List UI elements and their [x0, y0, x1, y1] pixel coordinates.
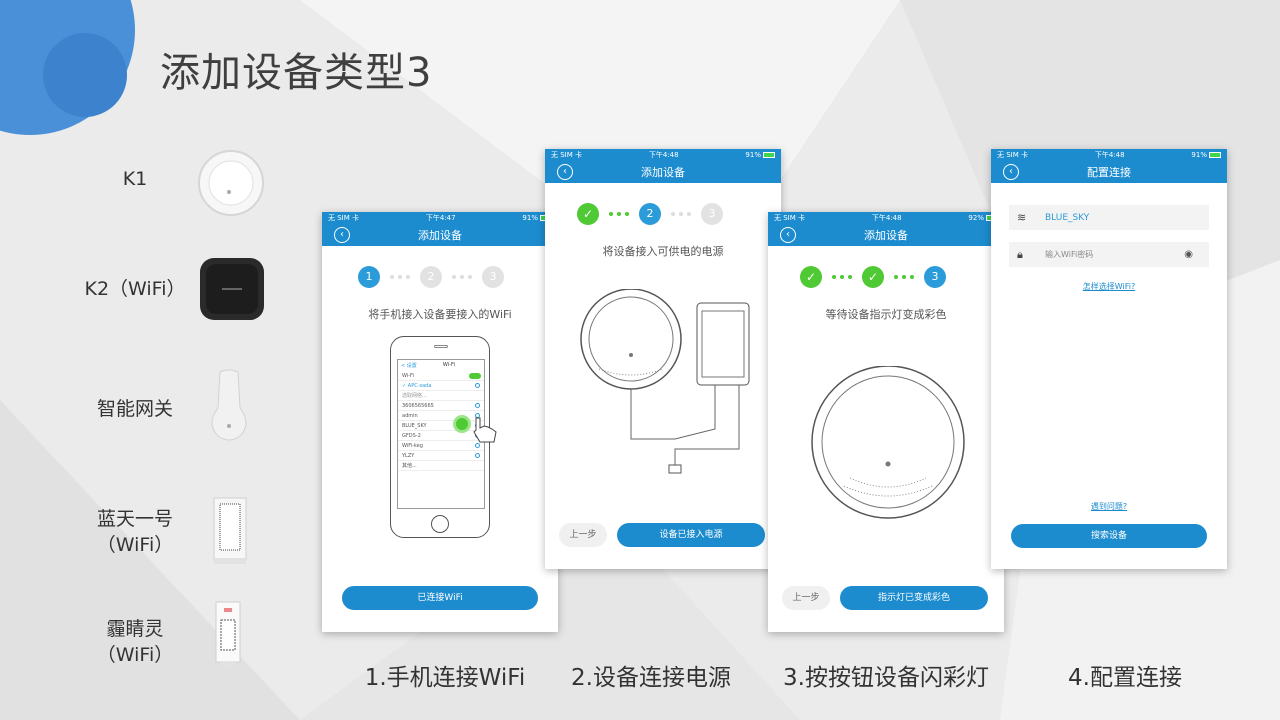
- k1-device-image: [198, 150, 264, 216]
- back-icon[interactable]: ‹: [1003, 164, 1019, 180]
- phone-screen-config: 无 SIM 卡 下午4:48 91% ‹ 配置连接 ≋ BLUE_SKY 🔒︎ …: [991, 149, 1227, 569]
- step-dots: [894, 275, 914, 279]
- device-label: 蓝天一号: [96, 508, 173, 530]
- network-row: 其他...: [398, 461, 484, 471]
- step-3: 3: [924, 266, 946, 288]
- tap-highlight-icon: [453, 415, 471, 433]
- step-dots: [609, 212, 629, 216]
- step-dots: [390, 275, 410, 279]
- network-row: 3606565665: [398, 401, 484, 411]
- device-k1: K1: [55, 166, 215, 192]
- device-sublabel: （WiFi）: [96, 644, 174, 666]
- status-bar: 无 SIM 卡 下午4:48 91%: [991, 149, 1227, 161]
- status-bar: 无 SIM 卡 下午4:48 91%: [545, 149, 781, 161]
- step-caption-1: 1.手机连接WiFi: [364, 665, 526, 691]
- back-icon[interactable]: ‹: [557, 164, 573, 180]
- step-3: 3: [701, 203, 723, 225]
- battery-icon: [762, 152, 775, 158]
- password-field[interactable]: 🔒︎ 输入WiFi密码 ◉: [1009, 242, 1209, 267]
- step-2: 2: [420, 266, 442, 288]
- device-gateway: 智能网关: [55, 396, 215, 422]
- power-connected-button[interactable]: 设备已接入电源: [617, 523, 765, 547]
- nav-bar: ‹ 配置连接: [991, 161, 1227, 183]
- battery-icon: [1208, 152, 1221, 158]
- phone-screen-connect-wifi: 无 SIM 卡 下午4:47 91% ‹ 添加设备 1 2 3 将手机接入设备要…: [322, 212, 558, 632]
- wifi-icon: ≋: [1017, 211, 1027, 224]
- status-bar: 无 SIM 卡 下午4:47 91%: [322, 212, 558, 224]
- back-icon[interactable]: ‹: [334, 227, 350, 243]
- step-dots: [671, 212, 691, 216]
- step-caption-4: 4.配置连接: [1068, 665, 1182, 691]
- phone-illustration: < 设置 Wi-Fi Wi-Fi ✓ APC-sada 选取网络... 3606…: [390, 336, 490, 538]
- instruction-text: 将手机接入设备要接入的WiFi: [368, 308, 512, 321]
- bluesky-device-image: [213, 497, 247, 564]
- step-dots: [832, 275, 852, 279]
- nav-title: 添加设备: [418, 229, 462, 242]
- nav-bar: ‹ 添加设备: [545, 161, 781, 183]
- device-k2: K2（WiFi）: [55, 276, 215, 302]
- step-3: 3: [482, 266, 504, 288]
- device-sublabel: （WiFi）: [96, 534, 174, 556]
- nav-bar: ‹ 添加设备: [322, 224, 558, 246]
- step-1: 1: [358, 266, 380, 288]
- problem-link[interactable]: 遇到问题?: [1090, 502, 1128, 511]
- step-1-done: ✓: [800, 266, 822, 288]
- step-2: 2: [639, 203, 661, 225]
- page-title: 添加设备类型3: [160, 50, 433, 96]
- lock-icon: 🔒︎: [1017, 247, 1023, 261]
- network-row: YLZY: [398, 451, 484, 461]
- step-caption-3: 3.按按钮设备闪彩灯: [783, 665, 989, 691]
- wifi-toggle-row: Wi-Fi: [398, 371, 484, 381]
- instruction-text: 等待设备指示灯变成彩色: [825, 308, 947, 321]
- eye-icon[interactable]: ◉: [1184, 249, 1193, 260]
- nav-title: 添加设备: [864, 229, 908, 242]
- device-label: K1: [122, 168, 148, 190]
- step-indicator: ✓ ✓ 3: [800, 266, 946, 288]
- nav-bar: ‹ 添加设备: [768, 224, 1004, 246]
- status-bar: 无 SIM 卡 下午4:48 92%: [768, 212, 1004, 224]
- how-choose-wifi-link[interactable]: 怎样选择WiFi?: [1082, 282, 1136, 291]
- step-caption-2: 2.设备连接电源: [571, 665, 731, 691]
- step-indicator: 1 2 3: [358, 266, 504, 288]
- search-device-button[interactable]: 搜索设备: [1011, 524, 1207, 548]
- k1-device-illustration: [811, 366, 965, 519]
- nav-title: 添加设备: [641, 166, 685, 179]
- device-label: 霾睛灵: [106, 618, 164, 640]
- gateway-device-image: [211, 369, 247, 441]
- device-haze: 霾睛灵 （WiFi）: [55, 616, 215, 668]
- previous-step-button[interactable]: 上一步: [559, 523, 607, 547]
- device-bluesky: 蓝天一号 （WiFi）: [55, 506, 215, 558]
- connected-network-row: ✓ APC-sada: [398, 381, 484, 391]
- instruction-text: 将设备接入可供电的电源: [602, 245, 724, 258]
- power-illustration: [580, 289, 750, 474]
- ssid-field[interactable]: ≋ BLUE_SKY: [1009, 205, 1209, 230]
- step-2-done: ✓: [862, 266, 884, 288]
- step-dots: [452, 275, 472, 279]
- phone-screen-indicator: 无 SIM 卡 下午4:48 92% ‹ 添加设备 ✓ ✓ 3 等待设备指示灯变…: [768, 212, 1004, 632]
- indicator-colored-button[interactable]: 指示灯已变成彩色: [840, 586, 988, 610]
- device-label: K2（WiFi）: [84, 278, 186, 300]
- step-indicator: ✓ 2 3: [577, 203, 723, 225]
- k2-device-image: [200, 258, 264, 320]
- step-1-done: ✓: [577, 203, 599, 225]
- nav-title: 配置连接: [1087, 166, 1131, 179]
- back-icon[interactable]: ‹: [780, 227, 796, 243]
- haze-device-image: [215, 601, 241, 668]
- device-label: 智能网关: [96, 398, 173, 420]
- wifi-connected-button[interactable]: 已连接WiFi: [342, 586, 538, 610]
- network-row: WiFi-keg: [398, 441, 484, 451]
- toggle-icon: [469, 373, 481, 379]
- phone-screen-power: 无 SIM 卡 下午4:48 91% ‹ 添加设备 ✓ 2 3 将设备接入可供电…: [545, 149, 781, 569]
- previous-step-button[interactable]: 上一步: [782, 586, 830, 610]
- hand-pointer-icon: [473, 417, 497, 443]
